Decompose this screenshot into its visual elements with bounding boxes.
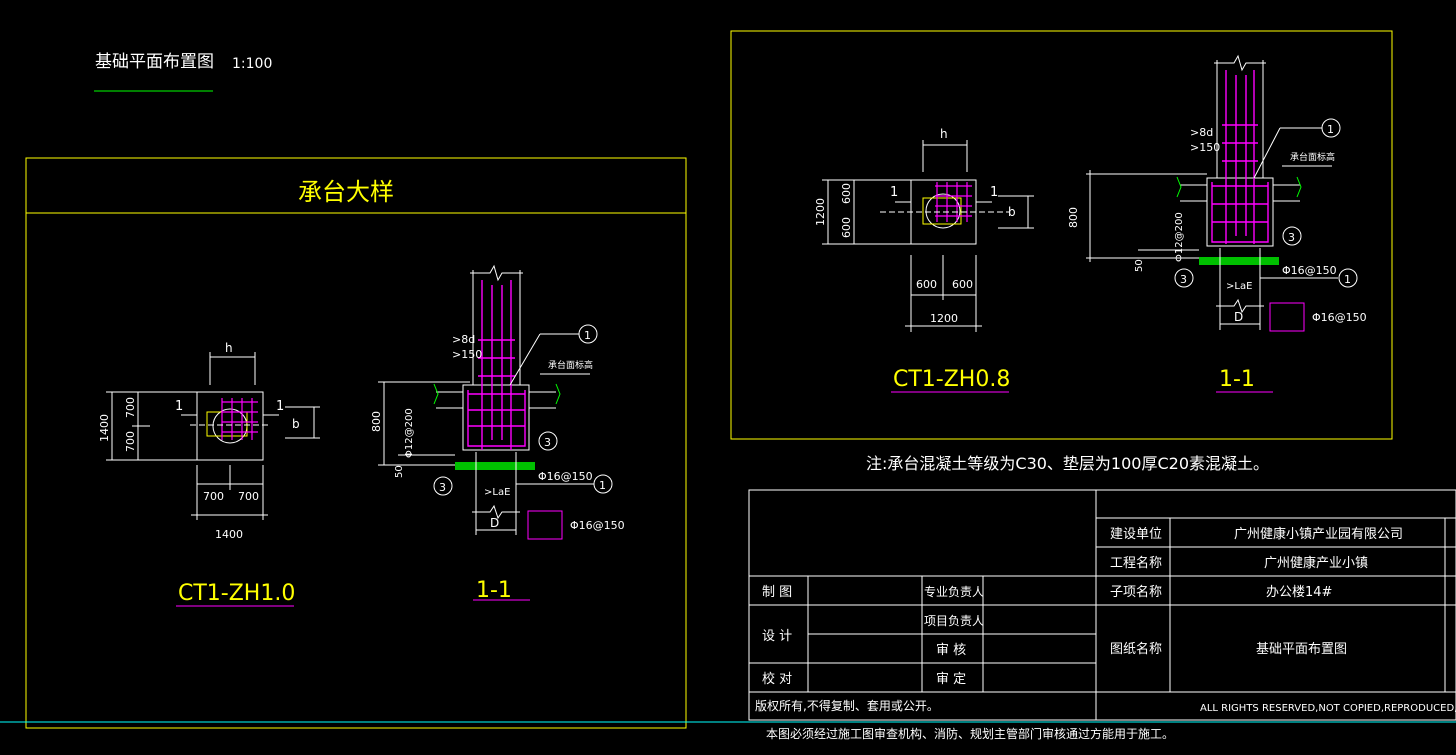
rebar-grid: [221, 398, 258, 440]
callout-circle-3: [538, 431, 558, 451]
dim-v-bottom-b: 600: [840, 217, 853, 238]
dim-v-top-b: 600: [840, 183, 853, 204]
callout-circle-3b: [433, 476, 453, 496]
detail-panel-frame: [25, 157, 687, 729]
project-label: 工程名称: [1110, 555, 1162, 571]
dim-v-total-b: 1200: [814, 198, 827, 226]
sec-bar: Φ16@150: [538, 470, 593, 483]
detail-b-frame: [730, 30, 1393, 440]
design-label: 设 计: [762, 629, 792, 644]
sec-d: D: [490, 516, 499, 530]
dim-b-label-b: b: [1008, 205, 1016, 219]
copyright-cn: 版权所有,不得复制、套用或公开。: [755, 698, 939, 713]
footer-note: 本图必须经过施工图审查机构、消防、规划主管部门审核通过方能用于施工。: [766, 726, 1174, 741]
dim-v-bottom: 700: [124, 431, 137, 452]
detail-a-plan: 1 1 h b 1400 700 700 700 700 1400 CT1-ZH…: [98, 341, 320, 607]
builder-value: 广州健康小镇产业园有限公司: [1234, 526, 1403, 542]
detail-b-plan: 1 1 h b 1200 600 600 600 600 1200 CT1-ZH…: [814, 127, 1034, 393]
sec-stirrup-b: Φ12@200: [1174, 212, 1185, 262]
cut-label-right: 1: [276, 399, 284, 414]
sec-pad: 50: [394, 465, 405, 478]
approve-label: 审 定: [936, 672, 966, 687]
project-value: 广州健康产业小镇: [1264, 555, 1368, 571]
cut-label-left-b: 1: [890, 185, 898, 200]
sec-anchor: >8d: [452, 333, 475, 346]
cut-label-left: 1: [175, 399, 183, 414]
copyright-en: ALL RIGHTS RESERVED,NOT COPIED,REPRODUCE…: [1200, 703, 1456, 714]
callout-3b: 3: [439, 481, 446, 494]
legend-bar: Φ16@150: [570, 519, 625, 532]
sec-anchor-b: >8d: [1190, 126, 1213, 139]
sec-note: 承台面标高: [548, 359, 593, 371]
sec-pad-b: 50: [1134, 259, 1145, 272]
dim-h-total-b: 1200: [930, 312, 958, 325]
review-label: 审 核: [936, 643, 966, 658]
subitem-label: 子项名称: [1110, 584, 1162, 600]
builder-label: 建设单位: [1110, 527, 1162, 542]
prof-lead-label: 专业负责人: [924, 584, 984, 599]
sec-depth-b: 800: [1067, 207, 1080, 228]
sheet-value: 基础平面布置图: [1256, 642, 1347, 657]
subitem-value: 办公楼14#: [1266, 585, 1332, 600]
sec-stirrup: Φ12@200: [404, 408, 415, 458]
sec-d-b: D: [1234, 310, 1243, 324]
draw-label: 制 图: [762, 585, 792, 600]
callout-1b-b: 1: [1344, 273, 1351, 286]
sec-anchor2-b: >150: [1190, 141, 1220, 154]
proj-lead-label: 项目负责人: [924, 614, 984, 628]
sec-bar-b: Φ16@150: [1282, 264, 1337, 277]
callout-3-b: 3: [1288, 231, 1295, 244]
concrete-note: 注:承台混凝土等级为C30、垫层为100厚C20素混凝土。: [866, 454, 1269, 473]
sec-anchor2: >150: [452, 348, 482, 361]
plan-label-b: CT1-ZH0.8: [893, 367, 1010, 392]
dim-v-total: 1400: [98, 414, 111, 442]
sheet-label: 图纸名称: [1110, 641, 1162, 657]
drawing-scale: 1:100: [232, 56, 272, 72]
section-label-b: 1-1: [1219, 367, 1255, 392]
dim-h-right-b: 600: [952, 278, 973, 291]
legend-bar-b: Φ16@150: [1312, 311, 1367, 324]
drawing-title: 基础平面布置图: [95, 52, 214, 72]
break-line: [470, 264, 523, 282]
dim-h-left: 700: [203, 490, 224, 503]
dim-h-total: 1400: [215, 528, 243, 541]
sec-depth: 800: [370, 411, 383, 432]
cap-section-outline: [462, 384, 530, 451]
dim-h-label-b: h: [940, 127, 948, 141]
detail-b-section: 800 >8d >150 承台面标高 Φ12@200 50 Φ16@150 >L…: [1067, 54, 1367, 393]
callout-circle-1b: [593, 474, 613, 494]
legend-swatch: [527, 510, 563, 540]
dim-h-right: 700: [238, 490, 259, 503]
title-block: [748, 489, 1456, 721]
callout-3: 3: [544, 436, 551, 449]
sec-note-b: 承台面标高: [1290, 151, 1335, 163]
callout-1-b: 1: [1327, 123, 1334, 136]
section-label: 1-1: [476, 578, 512, 603]
detail-a-section: 800 >8d >150 承台面标高 Φ12@200 50 Φ16@150 >L…: [370, 264, 625, 603]
sec-lae: >LaE: [484, 487, 510, 498]
dim-v-top: 700: [124, 397, 137, 418]
plan-label: CT1-ZH1.0: [178, 581, 295, 606]
pile-cap-outline: [196, 391, 264, 461]
cushion-pad: [455, 462, 535, 470]
panel-title: 承台大样: [298, 178, 394, 206]
callout-3b-b: 3: [1180, 273, 1187, 286]
dim-b-label: b: [292, 417, 300, 431]
dim-h-left-b: 600: [916, 278, 937, 291]
check-label: 校 对: [762, 671, 792, 687]
callout-1b: 1: [599, 479, 606, 492]
section-rebar: [467, 280, 526, 450]
dim-h-label: h: [225, 341, 233, 355]
callout-1: 1: [584, 329, 591, 342]
sec-lae-b: >LaE: [1226, 281, 1252, 292]
cut-label-right-b: 1: [990, 185, 998, 200]
